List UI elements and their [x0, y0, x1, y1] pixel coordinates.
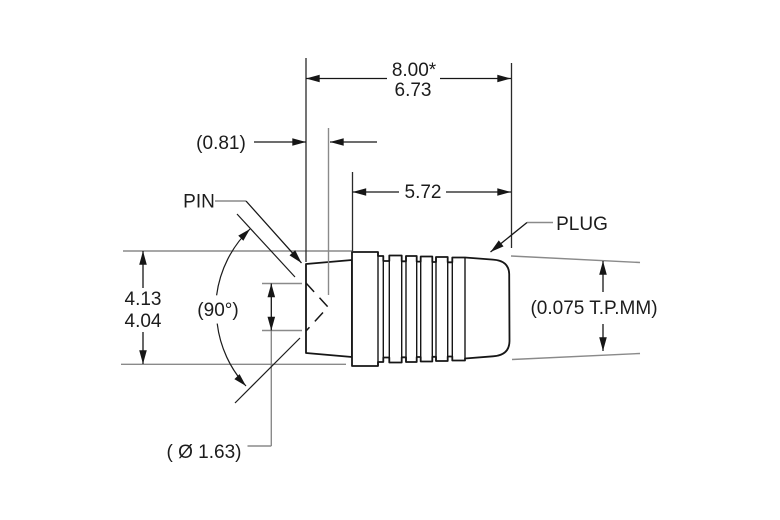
angle-arc-arrow-top: [238, 229, 250, 241]
angle-arc-arrow-bottom: [234, 374, 246, 386]
extension-lines-dark: [305, 58, 513, 295]
dim-plug-length: 5.72: [352, 182, 511, 203]
diameter-max-value: 4.13: [125, 289, 162, 310]
plug-label: PLUG: [556, 214, 608, 235]
dim-pin-diameter: ( Ø 1.63): [167, 283, 276, 463]
dim-overall-length: 8.00* 6.73: [306, 60, 511, 101]
dim-taper: (0.075 T.P.MM): [530, 261, 658, 351]
angle-arc-upper: [216, 228, 251, 296]
plug-leader-arrow: [490, 221, 528, 253]
taper-value: (0.075 T.P.MM): [530, 298, 657, 319]
dim-gauge-diameter: 4.13 4.04: [125, 251, 162, 364]
angle-leg-lower: [234, 337, 301, 404]
diameter-min-value: 4.04: [125, 311, 162, 332]
plug-body-outline: [351, 251, 511, 367]
dim-pin-tip-offset: (0.81): [196, 133, 377, 154]
overall-length-value: 6.73: [395, 80, 432, 101]
pin-diameter-value: ( Ø 1.63): [167, 442, 242, 463]
plug-callout: PLUG: [490, 214, 608, 253]
pin-chevron-hidden-line: [305, 282, 330, 332]
dim-pin-angle: (90°): [197, 213, 301, 404]
angle-arc-lower: [216, 323, 247, 387]
pin-angle-value: (90°): [197, 300, 238, 321]
pin-leader-arrow: [245, 200, 302, 264]
pin-tip-offset-value: (0.81): [196, 133, 246, 154]
angle-leg-upper: [236, 213, 296, 278]
pin-label: PIN: [183, 192, 215, 213]
taper-bottom-extension-line: [511, 352, 641, 361]
overall-length-ref-value: 8.00*: [392, 60, 437, 81]
plug-part: [305, 251, 511, 367]
pin-callout: PIN: [183, 192, 302, 264]
taper-top-extension-line: [510, 255, 641, 264]
plug-ribs: [377, 252, 466, 366]
plug-length-value: 5.72: [405, 182, 442, 203]
